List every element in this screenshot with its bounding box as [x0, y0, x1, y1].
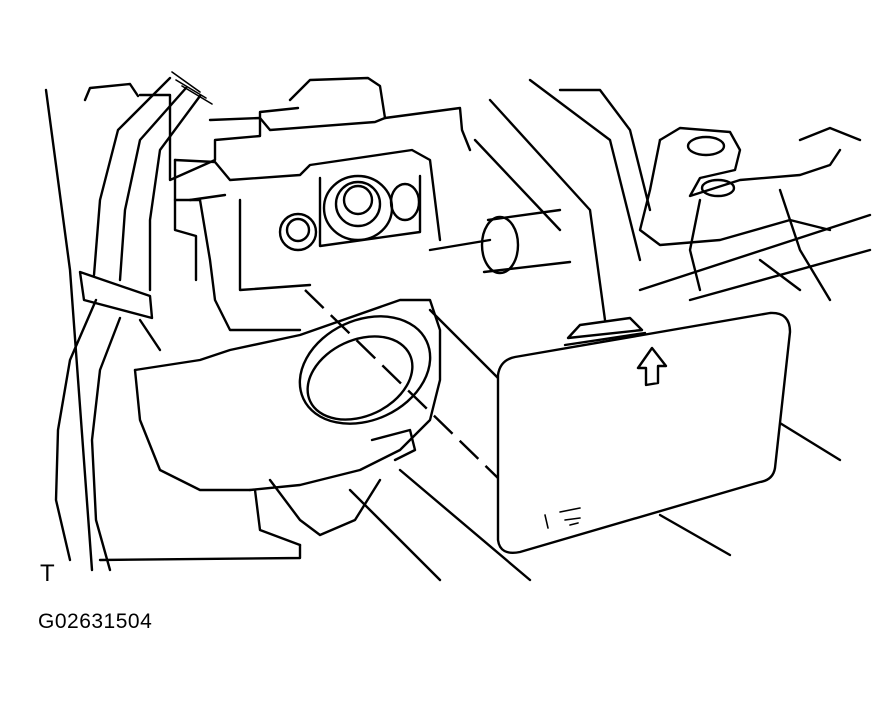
up-arrow-icon [636, 346, 668, 387]
view-marker-label: T [40, 560, 55, 587]
shaft [473, 78, 652, 322]
cover-plate [496, 311, 792, 554]
bolt-hole-right [389, 182, 421, 222]
wire-harness [54, 71, 213, 572]
housing-body [98, 298, 442, 562]
figure-code-label: G02631504 [38, 610, 153, 633]
base-lines [348, 213, 872, 582]
engine-block [83, 76, 492, 332]
dashed-guide-line [304, 289, 501, 481]
bolt-small-left [278, 212, 318, 252]
mount-bracket [638, 126, 862, 302]
frame-left-line [44, 88, 94, 572]
bolt-large [322, 174, 394, 242]
